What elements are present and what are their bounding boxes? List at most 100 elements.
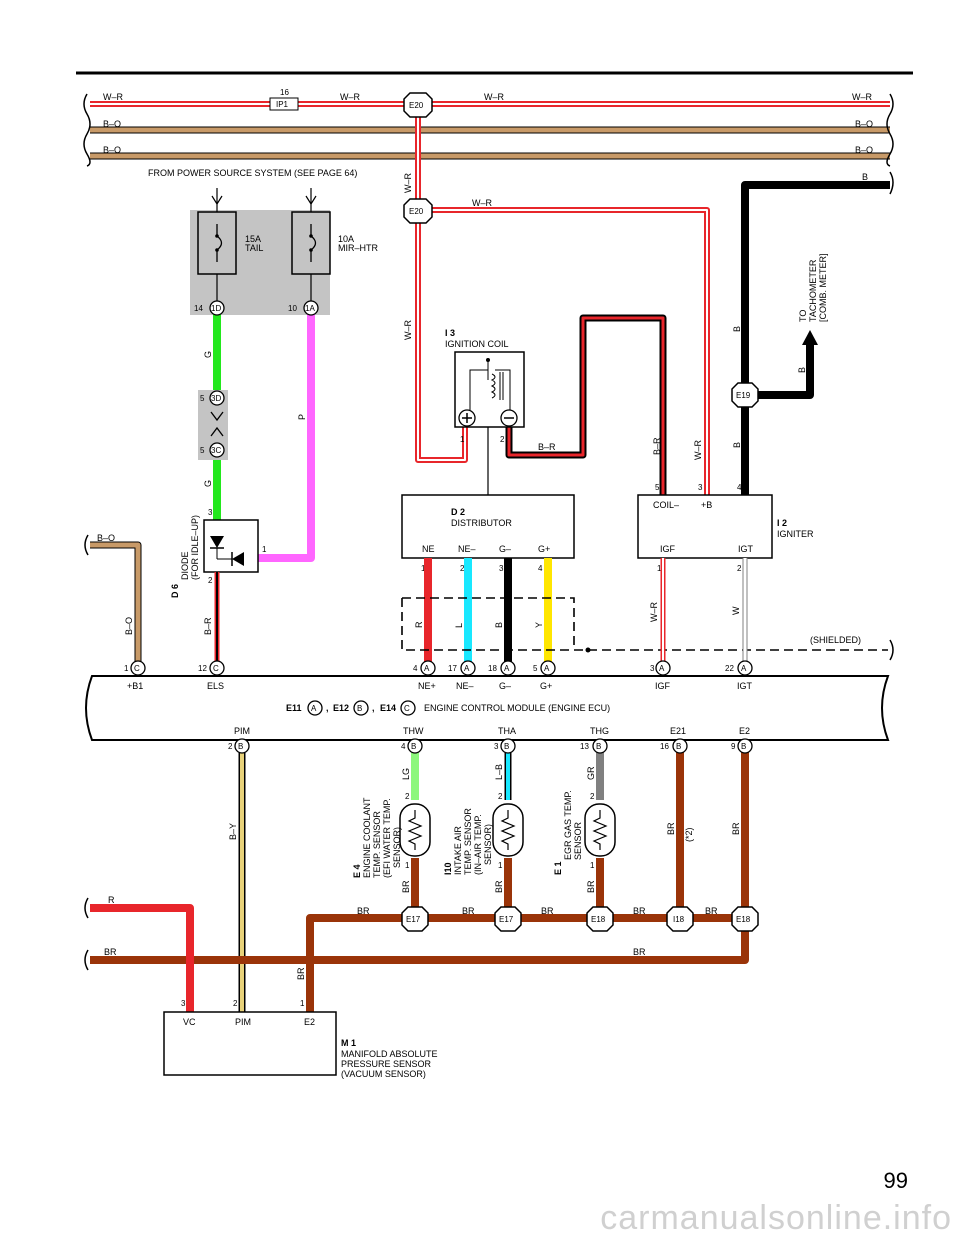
junction-arrows — [210, 411, 224, 437]
label-l: L — [454, 623, 464, 628]
ecm-conn-e14: E14 — [380, 703, 396, 713]
conn-3c: 3C 5 — [200, 442, 225, 458]
label-wr-igf: W–R — [649, 602, 659, 623]
bus-break-marks — [83, 93, 894, 195]
diode-pin-3: 3 — [208, 508, 213, 517]
ign-pin-3: 3 — [698, 483, 703, 492]
ecm-conn-a3: A — [659, 664, 665, 673]
e19-connector: E19 — [731, 382, 759, 408]
bus-label-bo-1l: B–O — [103, 119, 121, 129]
map-line-3: (VACUUM SENSOR) — [341, 1069, 426, 1079]
ect-code: E 4 — [352, 864, 362, 878]
e17-connector-1: E17 — [401, 906, 429, 932]
egr-line-1: EGR GAS TEMP. — [563, 790, 573, 860]
ecm-conn-b16: B — [676, 742, 681, 751]
fuse-tail — [197, 211, 237, 302]
label-lb: L–B — [494, 764, 504, 780]
igniter-term-igf: IGF — [660, 544, 676, 554]
label-br-3: BR — [541, 906, 554, 916]
diode-pin-1: 1 — [262, 545, 267, 554]
tach-label: TO TACHOMETER [COMB. METER] — [798, 253, 828, 322]
ecm-pin-1: 1 — [124, 664, 129, 673]
iat-line-4: SENSOR) — [483, 824, 493, 865]
svg-text:5: 5 — [200, 394, 205, 403]
shield-ground-dot — [585, 647, 591, 653]
wire-br-coil — [505, 314, 667, 495]
label-r: R — [414, 621, 424, 628]
fuse-mirhtr-name: MIR–HTR — [338, 243, 378, 253]
bus-label-bo-1r: B–O — [855, 119, 873, 129]
svg-text:2: 2 — [405, 792, 410, 801]
svg-text:IP1: IP1 — [276, 100, 289, 109]
dist-pin-1: 1 — [421, 564, 426, 573]
iat-line-3: (IN–AIR TEMP. — [473, 814, 483, 875]
label-bo-v: B–O — [124, 617, 134, 635]
diode-pin-2: 2 — [208, 576, 213, 585]
label-br-coil: B–R — [538, 442, 556, 452]
label-br-4: BR — [633, 906, 646, 916]
ecm-conn-a4: A — [424, 664, 430, 673]
coil-name: IGNITION COIL — [445, 339, 509, 349]
label-p: P — [297, 414, 307, 420]
label-br-1: BR — [357, 906, 370, 916]
ecm-term-thw: THW — [403, 726, 424, 736]
ecm-bpin-3: 3 — [494, 742, 499, 751]
svg-text:1D: 1D — [211, 304, 221, 313]
label-b-vert1: B — [732, 326, 742, 332]
label-g-1: G — [203, 351, 213, 358]
svg-text:TACHOMETER: TACHOMETER — [808, 259, 818, 322]
shield-break-mark — [889, 639, 894, 661]
map-term-e2: E2 — [304, 1017, 315, 1027]
label-bo-h: B–O — [97, 533, 115, 543]
map-pin-1: 1 — [300, 999, 305, 1008]
ect-sensor-component — [399, 803, 431, 857]
ecm-pin-22: 22 — [725, 664, 734, 673]
svg-text:2: 2 — [498, 792, 503, 801]
igniter-term-b: +B — [701, 500, 712, 510]
ecm-term-igf: IGF — [655, 681, 671, 691]
igniter-code: I 2 — [777, 518, 787, 528]
ign-pin-4: 4 — [737, 483, 742, 492]
fuse-arrows — [211, 188, 317, 212]
iat-code: I10 — [443, 862, 453, 875]
wire-wr-e20 — [415, 104, 710, 495]
coil-pin-2: 2 — [500, 435, 505, 444]
coil-code: I 3 — [445, 328, 455, 338]
distributor-term-ne: NE — [422, 544, 435, 554]
i18-connector: I18 — [666, 906, 694, 932]
ecm-term-e2: E2 — [739, 726, 750, 736]
label-w: W — [731, 606, 741, 615]
ect-line-4: SENSOR) — [392, 827, 402, 868]
label-br-5: BR — [705, 906, 718, 916]
ecm-term-ne-minus: NE– — [456, 681, 474, 691]
shield-outline — [401, 597, 888, 651]
wire-r-vc — [90, 904, 194, 1012]
ecm-legend-a-text: A — [311, 704, 317, 713]
label-b-top: B — [862, 172, 868, 182]
ecm-bottom-pins — [234, 738, 753, 754]
label-br-e2b: BR — [731, 822, 741, 835]
svg-text:[COMB. METER]: [COMB. METER] — [818, 253, 828, 322]
ecm-conn-a18: A — [504, 664, 510, 673]
label-br-e21: BR — [666, 822, 676, 835]
ecm-conn-e11: E11 — [286, 703, 302, 713]
map-term-pim: PIM — [235, 1017, 251, 1027]
ecm-bpin-4: 4 — [401, 742, 406, 751]
ecm-title: ENGINE CONTROL MODULE (ENGINE ECU) — [424, 703, 610, 713]
label-r-vc: R — [108, 895, 115, 905]
map-code: M 1 — [341, 1038, 356, 1048]
ecm-legend-c — [400, 700, 416, 716]
label-wr-h: W–R — [472, 198, 493, 208]
svg-text:E18: E18 — [736, 915, 751, 924]
ecm-bpin-16: 16 — [660, 742, 669, 751]
svg-text:E17: E17 — [406, 915, 421, 924]
bus-label-bo-2r: B–O — [855, 145, 873, 155]
svg-text:1: 1 — [405, 861, 410, 870]
ecm-conn-b9: B — [741, 742, 746, 751]
ecm-pin-18: 18 — [488, 664, 497, 673]
label-br-2: BR — [462, 906, 475, 916]
ecm-legend-c-text: C — [404, 704, 410, 713]
map-pin-2: 2 — [233, 999, 238, 1008]
svg-text:3D: 3D — [211, 394, 221, 403]
